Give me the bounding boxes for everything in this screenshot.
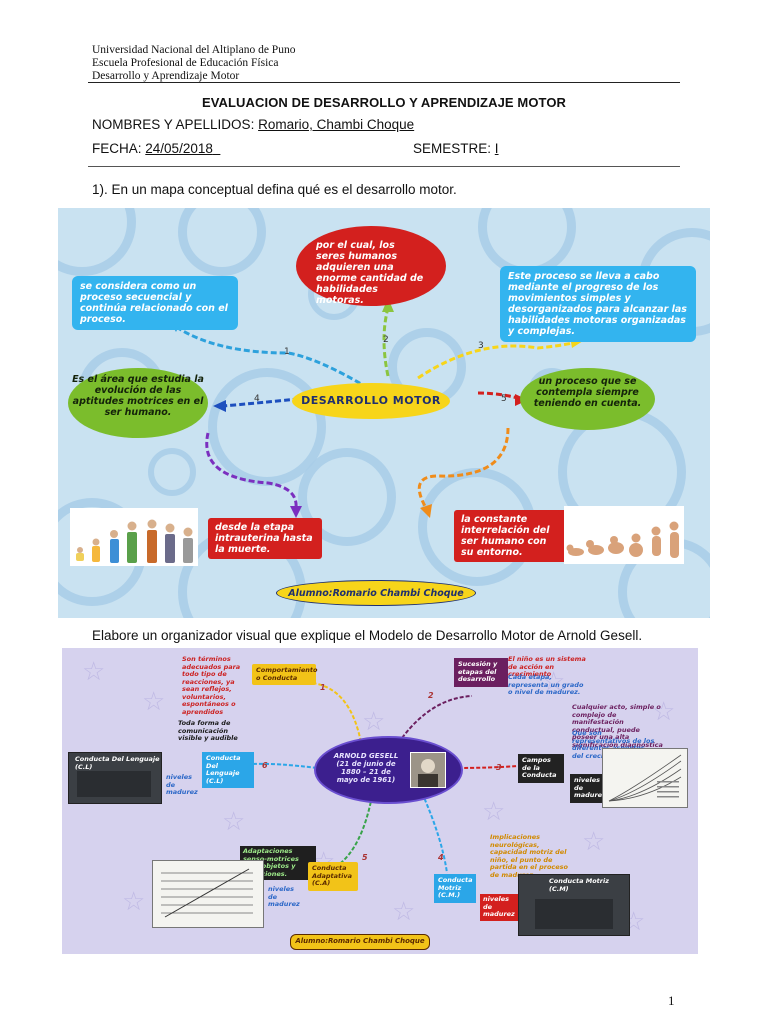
language-card-title: Conducta Del Lenguaje (C.L) [75, 755, 160, 771]
fields-note: Cualquier acto, simple o complejo de man… [572, 703, 663, 749]
node-process-considered: un proceso que se contempla siempre teni… [520, 368, 655, 430]
behavior-definition-note: Son términos adecuados para todo tipo de… [182, 655, 241, 716]
stages-note: El niño es un sistema de acción en creci… [508, 655, 586, 678]
branch-language-behavior: Conducta Del Lenguaje (C.L) [202, 752, 254, 788]
adaptive-chart-thumbnail [152, 860, 264, 928]
course-name: Desarrollo y Aprendizaje Motor [92, 70, 240, 82]
date-value: 24/05/2018 [145, 141, 213, 156]
language-note: Toda forma de comunicación visible y aud… [178, 719, 238, 742]
gesell-portrait [410, 752, 446, 788]
central-node: DESARROLLO MOTOR [292, 383, 450, 419]
motor-maturity-levels: niveles de madurez [480, 894, 520, 921]
section-rule [88, 166, 680, 167]
motor-note: Implicaciones neurológicas, capacidad mo… [490, 833, 568, 879]
node-interrelation: la constante interrelación del ser human… [454, 510, 568, 562]
baby-development-illustration [564, 506, 684, 564]
maturity-chart-thumbnail [602, 748, 688, 808]
branch-number-2: 2 [428, 691, 434, 700]
branch-behavior-fields: Campos de la Conducta [518, 754, 564, 783]
school-name: Escuela Profesional de Educación Física [92, 57, 279, 69]
university-name: Universidad Nacional del Altiplano de Pu… [92, 44, 296, 56]
node-intrauterine: desde la etapa intrauterina hasta la mue… [208, 518, 322, 559]
adaptive-maturity-levels: niveles de madurez [268, 885, 300, 908]
gesell-name: ARNOLD GESELL [333, 752, 399, 760]
page-number: 1 [668, 993, 675, 1008]
node-progress: Este proceso se lleva a cabo mediante el… [500, 266, 696, 342]
stages-note-b: Cada etapa, representa un grado o nivel … [508, 673, 584, 696]
branch-number-5: 5 [362, 853, 368, 862]
concept-map-image: 1 2 3 4 5 se considera como un proceso s… [58, 208, 710, 618]
branch-number-3: 3 [496, 763, 502, 772]
arrow-number-2: 2 [383, 335, 389, 345]
branch-stages: Sucesión y etapas del desarrollo [454, 658, 508, 687]
question-2: Elabore un organizador visual que expliq… [92, 628, 643, 643]
student-label: Alumno:Romario Chambi Choque [276, 580, 476, 606]
node-sequential-process: se considera como un proceso secuencial … [72, 276, 238, 330]
node-motor-skills: por el cual, los seres humanos adquieren… [296, 226, 446, 306]
gesell-mind-map-image: ☆ ☆ ☆ ☆ ☆ ☆ ☆ ☆ ☆ ☆ ☆ ☆ ☆ ☆ 1 2 3 4 5 6 … [62, 648, 698, 954]
branch-motor-behavior: Conducta Motriz (C.M.) [434, 874, 476, 903]
header-rule [88, 82, 680, 83]
branch-number-1: 1 [320, 683, 326, 692]
semester-value: I [494, 141, 499, 156]
names-value: Romario, Chambi Choque [258, 117, 415, 132]
branch-number-4: 4 [438, 853, 444, 862]
names-row: NOMBRES Y APELLIDOS: Romario, Chambi Cho… [92, 117, 414, 132]
mind-map-student-label: Alumno:Romario Chambi Choque [290, 934, 430, 950]
branch-behavior: Comportamiento o Conducta [252, 664, 317, 685]
semester-label: SEMESTRE: [413, 141, 492, 156]
language-maturity-levels: niveles de madurez [166, 773, 198, 796]
motor-card-title: Conducta Motriz (C.M) [549, 877, 610, 893]
motor-behavior-card: Conducta Motriz (C.M) [518, 874, 630, 936]
branch-number-6: 6 [262, 761, 268, 770]
document-title: EVALUACION DE DESARROLLO Y APRENDIZAJE M… [201, 95, 567, 110]
arrow-number-4: 4 [254, 394, 260, 404]
question-1: 1). En un mapa conceptual defina qué es … [92, 182, 457, 197]
gesell-dates: (21 de junio de 1880 – 21 de mayo de 196… [336, 760, 396, 784]
node-area-study: Es el área que estudia la evolución de l… [68, 368, 208, 438]
semester-row: SEMESTRE: I [413, 141, 499, 156]
gesell-central-node: ARNOLD GESELL (21 de junio de 1880 – 21 … [314, 736, 463, 804]
human-evolution-illustration [70, 508, 198, 566]
branch-adaptive-behavior: Conducta Adaptativa (C.A) [308, 862, 358, 891]
date-row: FECHA: 24/05/2018 [92, 141, 220, 156]
arrow-number-3: 3 [478, 341, 484, 351]
arrow-number-1: 1 [284, 347, 290, 357]
language-behavior-card: Conducta Del Lenguaje (C.L) [68, 752, 162, 804]
arrow-number-5: 5 [501, 394, 507, 404]
date-label: FECHA: [92, 141, 142, 156]
names-label: NOMBRES Y APELLIDOS: [92, 117, 255, 132]
fields-maturity-levels: niveles de madurez [570, 774, 606, 803]
